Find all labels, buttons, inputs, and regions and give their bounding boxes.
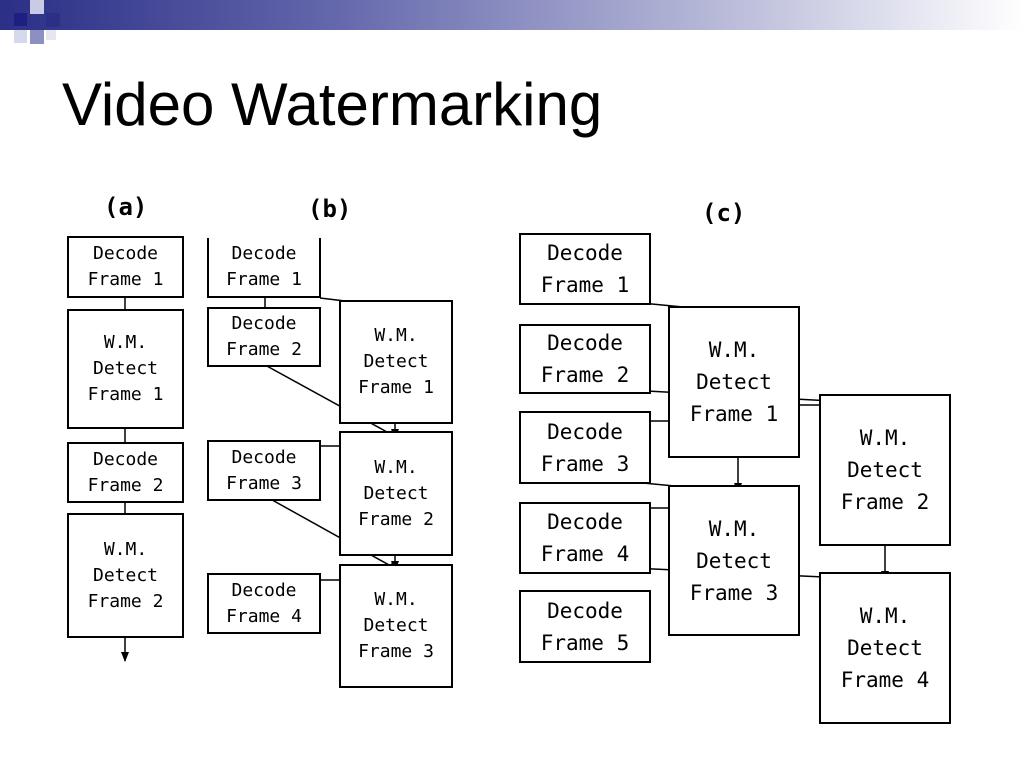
wm-detect-box: W.M. Detect Frame 4	[819, 572, 951, 724]
wm-detect-box: W.M. Detect Frame 1	[67, 309, 184, 429]
slide-title: Video Watermarking	[62, 71, 603, 138]
wm-detect-box: W.M. Detect Frame 2	[339, 431, 453, 556]
box-line: W.M.	[708, 338, 760, 362]
decor-square	[46, 13, 60, 27]
box-line: Frame 2	[226, 339, 302, 360]
box-line: Detect	[363, 482, 429, 504]
box-line: Detect	[92, 358, 159, 379]
box-line: Decode	[92, 448, 159, 470]
box-line: W.M.	[103, 332, 148, 353]
decode-frame-box: Decode Frame 3	[519, 411, 651, 484]
box-line: Decode	[547, 331, 623, 355]
decode-frame-box: Decode Frame 4	[519, 502, 651, 574]
box-line: Frame 3	[226, 472, 302, 494]
decode-frame-box: Decode Frame 1	[207, 238, 321, 298]
box-line: Decode	[547, 241, 623, 265]
box-line: W.M.	[708, 516, 760, 541]
decor-square	[14, 30, 27, 43]
box-line: Frame 1	[689, 402, 779, 426]
decode-frame-box: Decode Frame 2	[519, 324, 651, 394]
panel-label-b: (b)	[308, 195, 352, 223]
slide-header-bar	[0, 0, 1024, 30]
box-line: Detect	[696, 548, 772, 573]
decode-frame-box: Decode Frame 1	[67, 236, 184, 298]
box-line: Frame 2	[87, 590, 164, 612]
wm-detect-box: W.M. Detect Frame 2	[819, 394, 951, 546]
box-line: Decode	[547, 419, 623, 444]
decode-frame-box: Decode Frame 4	[207, 573, 321, 634]
box-line: Decode	[547, 598, 623, 623]
decode-frame-box: Decode Frame 1	[519, 233, 651, 305]
wm-detect-box: W.M. Detect Frame 3	[668, 485, 800, 636]
wm-detect-box: W.M. Detect Frame 1	[339, 300, 453, 424]
box-line: Frame 1	[540, 273, 630, 297]
box-line: Frame 1	[226, 269, 302, 290]
box-line: Frame 1	[87, 384, 164, 405]
wm-detect-box: W.M. Detect Frame 3	[339, 564, 453, 688]
box-line: W.M.	[859, 426, 911, 450]
box-line: Frame 2	[840, 490, 930, 514]
box-line: Decode	[231, 446, 297, 468]
box-line: Frame 4	[840, 668, 930, 692]
decor-square	[30, 0, 44, 14]
box-line: Frame 2	[358, 508, 434, 530]
box-line: Frame 5	[540, 630, 630, 655]
box-line: Detect	[363, 615, 429, 636]
box-line: Frame 1	[358, 377, 434, 398]
panel-label-c: (c)	[702, 199, 746, 227]
box-line: Frame 2	[87, 474, 164, 496]
box-line: Detect	[92, 564, 159, 586]
box-line: Decode	[547, 510, 623, 534]
box-line: Frame 1	[87, 269, 164, 290]
box-line: Decode	[231, 243, 297, 264]
box-line: Frame 3	[689, 580, 779, 605]
box-line: Detect	[847, 458, 923, 482]
box-line: W.M.	[103, 538, 148, 560]
box-line: W.M.	[859, 604, 911, 628]
box-line: Detect	[696, 370, 772, 394]
box-line: W.M.	[374, 456, 418, 478]
box-line: Decode	[231, 313, 297, 334]
decode-frame-box: Decode Frame 3	[207, 440, 321, 501]
wm-detect-box: W.M. Detect Frame 2	[67, 513, 184, 638]
box-line: Frame 2	[540, 363, 630, 387]
box-line: Detect	[363, 351, 429, 372]
box-line: W.M.	[374, 325, 418, 346]
box-line: Frame 3	[540, 451, 630, 476]
box-line: Detect	[847, 636, 923, 660]
box-line: Frame 4	[226, 605, 302, 627]
box-line: Decode	[92, 243, 159, 264]
box-line: Decode	[231, 579, 297, 601]
box-line: Frame 4	[540, 542, 630, 566]
decode-frame-box: Decode Frame 5	[519, 590, 651, 663]
wm-detect-box: W.M. Detect Frame 1	[668, 306, 800, 458]
decode-frame-box: Decode Frame 2	[67, 442, 184, 503]
decode-frame-box: Decode Frame 2	[207, 307, 321, 367]
box-line: W.M.	[374, 589, 418, 610]
decor-square	[30, 30, 44, 44]
box-line: Frame 3	[358, 641, 434, 662]
decor-square	[14, 13, 27, 26]
panel-label-a: (a)	[104, 193, 148, 221]
decor-square	[46, 30, 56, 40]
